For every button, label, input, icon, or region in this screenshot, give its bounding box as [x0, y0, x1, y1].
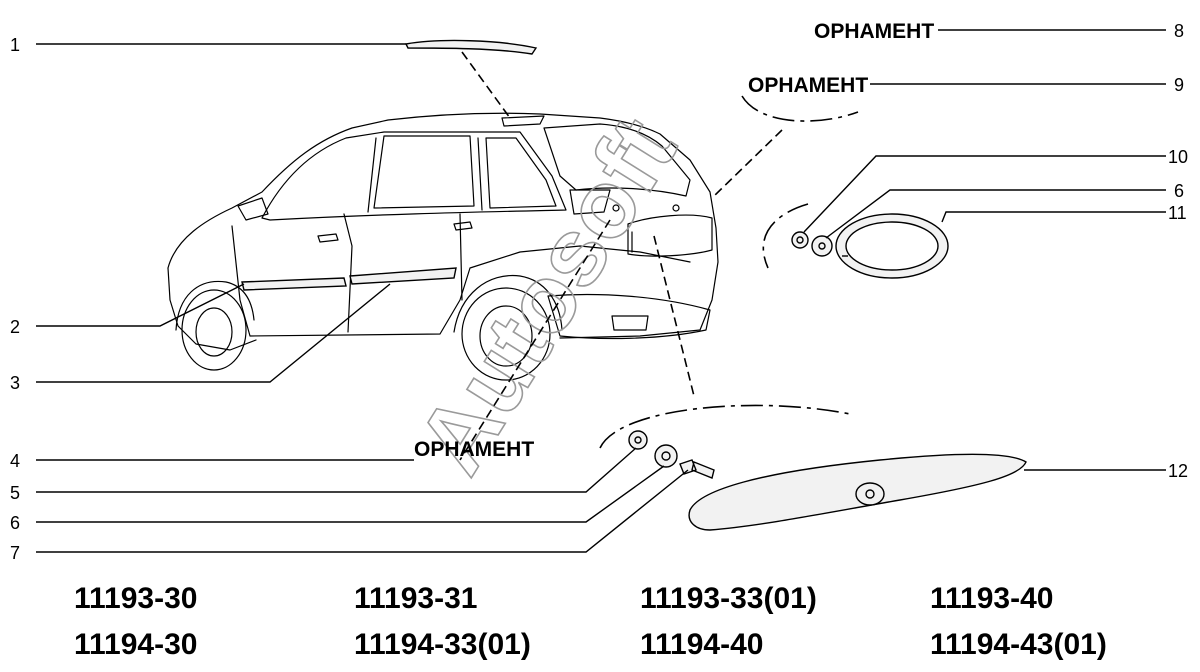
part-roof-spoiler: [404, 39, 538, 55]
model-code: 11193-40: [930, 582, 1053, 615]
callout-11: 11: [1168, 203, 1187, 223]
leader-lines: [36, 29, 1166, 553]
callout-7: 7: [10, 543, 20, 563]
callout-6-upper: 6: [1174, 181, 1184, 201]
model-code: 11194-43(01): [930, 628, 1107, 661]
callout-2: 2: [10, 317, 20, 337]
car-illustration: [167, 112, 719, 381]
part-7-bolt: [679, 459, 715, 479]
model-code: 11193-31: [354, 582, 477, 615]
callout-4: 4: [10, 451, 20, 471]
model-codes: 11193-30 11193-31 11193-33(01) 11193-40 …: [74, 582, 1107, 661]
detached-parts: [404, 39, 1027, 531]
model-code: 11193-33(01): [640, 582, 817, 615]
ornament-label-9: ОРНАМЕНТ: [748, 74, 868, 97]
model-code: 11194-30: [74, 628, 197, 661]
callout-1: 1: [10, 35, 20, 55]
ornament-labels: ОРНАМЕНТ ОРНАМЕНТ ОРНАМЕНТ: [414, 20, 934, 461]
assembly-lines: [459, 51, 859, 461]
model-code: 11193-30: [74, 582, 197, 615]
callout-10: 10: [1168, 147, 1188, 167]
model-code: 11194-40: [640, 628, 763, 661]
callout-5: 5: [10, 483, 20, 503]
callout-6-lower: 6: [10, 513, 20, 533]
callout-numbers: 1 2 3 4 5 6 7 8 9 10 6 11 12: [10, 21, 1188, 563]
callout-9: 9: [1174, 75, 1184, 95]
callout-3: 3: [10, 373, 20, 393]
ornament-label-8: ОРНАМЕНТ: [814, 20, 934, 43]
callout-8: 8: [1174, 21, 1184, 41]
watermark: Autosoft: [397, 100, 697, 491]
ornament-label-4: ОРНАМЕНТ: [414, 438, 534, 461]
model-code: 11194-33(01): [354, 628, 531, 661]
callout-12: 12: [1168, 461, 1188, 481]
